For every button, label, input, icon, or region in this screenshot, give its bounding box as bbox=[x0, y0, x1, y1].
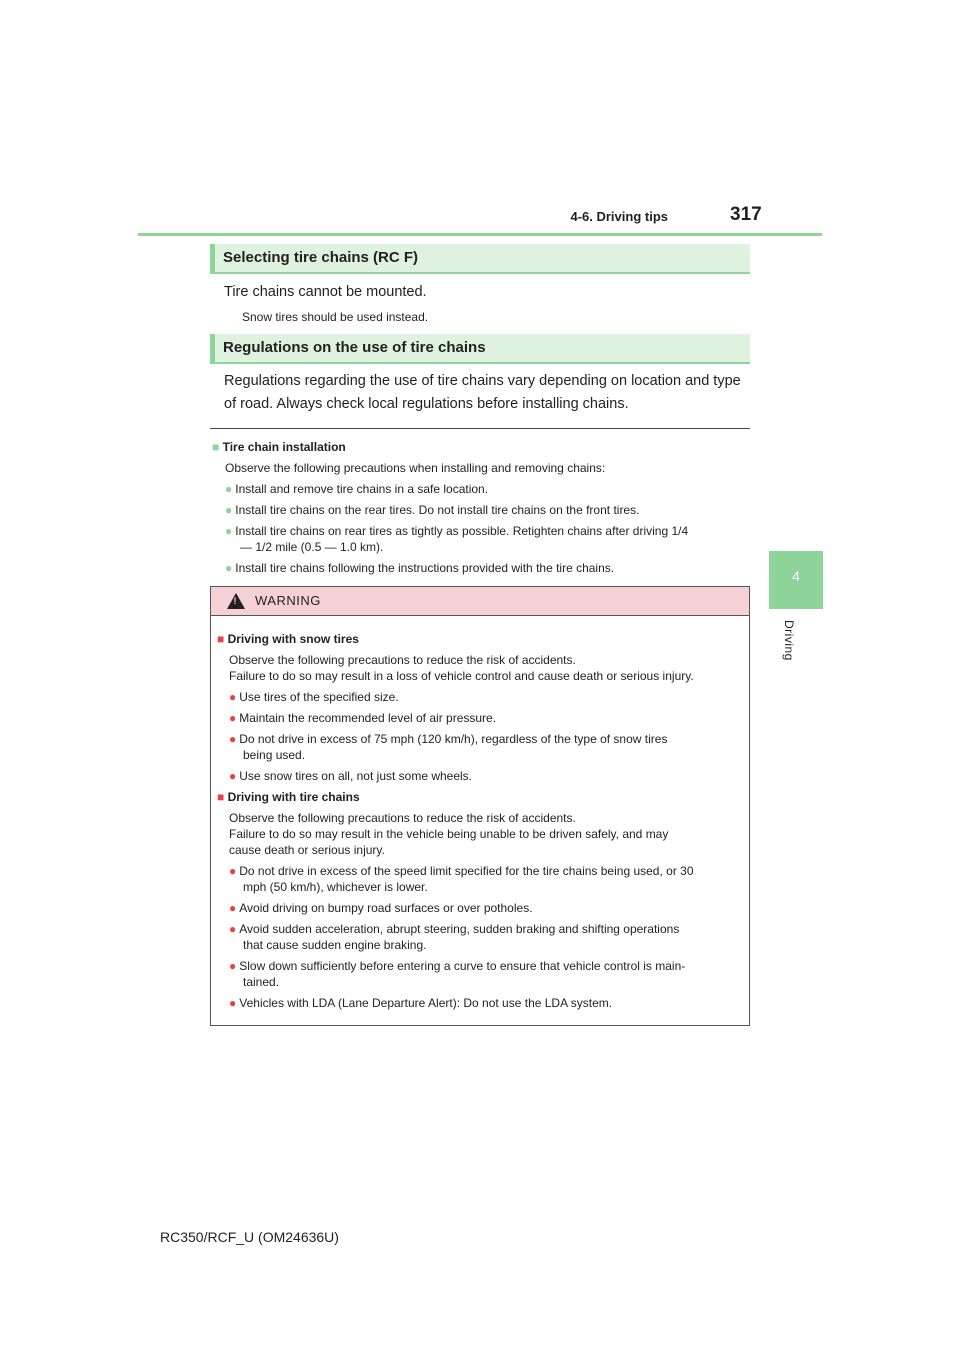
warning-bullet-cont: being used. bbox=[243, 748, 306, 762]
warning-paragraph: Observe the following precautions to red… bbox=[229, 653, 576, 667]
warning-bullet-cont: mph (50 km/h), whichever is lower. bbox=[243, 880, 428, 894]
warning-bullet: ●Do not drive in excess of 75 mph (120 k… bbox=[229, 732, 668, 746]
divider-rule bbox=[210, 428, 750, 429]
warning-bullet: ●Use snow tires on all, not just some wh… bbox=[229, 769, 473, 783]
section-heading-regulations: Regulations on the use of tire chains bbox=[210, 334, 750, 364]
warning-paragraph: Observe the following precautions to red… bbox=[229, 811, 576, 825]
warning-paragraph: cause death or serious injury. bbox=[229, 843, 385, 857]
warning-paragraph: Failure to do so may result in a loss of… bbox=[229, 669, 694, 683]
section-label: 4-6. Driving tips bbox=[570, 209, 668, 224]
warning-box: ! WARNING ■ Driving with snow tires Obse… bbox=[210, 586, 750, 1026]
square-bullet-icon: ■ bbox=[217, 790, 225, 804]
square-bullet-icon: ■ bbox=[212, 440, 220, 454]
round-bullet-icon: ● bbox=[225, 503, 233, 517]
sec2-text-line2: of road. Always check local regulations … bbox=[224, 396, 629, 412]
install-bullet: ●Install tire chains on rear tires as ti… bbox=[225, 524, 689, 538]
round-bullet-icon: ● bbox=[225, 482, 233, 496]
chapter-tab bbox=[769, 551, 823, 609]
warning-subheading: ■ Driving with tire chains bbox=[217, 790, 360, 804]
round-bullet-icon: ● bbox=[225, 524, 233, 538]
sec1-text: Tire chains cannot be mounted. bbox=[224, 284, 427, 300]
header-divider bbox=[138, 233, 822, 236]
warning-bullet: ●Maintain the recommended level of air p… bbox=[229, 711, 497, 725]
warning-bullet: ●Vehicles with LDA (Lane Departure Alert… bbox=[229, 996, 613, 1010]
square-bullet-icon: ■ bbox=[217, 632, 225, 646]
round-bullet-icon: ● bbox=[229, 996, 237, 1010]
footer-model-code: RC350/RCF_U (OM24636U) bbox=[160, 1229, 339, 1245]
install-bullet: ●Install tire chains on the rear tires. … bbox=[225, 503, 640, 517]
warning-paragraph: Failure to do so may result in the vehic… bbox=[229, 827, 669, 841]
install-bullet: ●Install and remove tire chains in a saf… bbox=[225, 482, 489, 496]
warning-bullet: ●Slow down sufficiently before entering … bbox=[229, 959, 686, 973]
round-bullet-icon: ● bbox=[229, 690, 237, 704]
round-bullet-icon: ● bbox=[229, 769, 237, 783]
warning-bullet-cont: tained. bbox=[243, 975, 280, 989]
install-bullet: ●Install tire chains following the instr… bbox=[225, 561, 615, 575]
warning-subheading: ■ Driving with snow tires bbox=[217, 632, 359, 646]
round-bullet-icon: ● bbox=[225, 561, 233, 575]
round-bullet-icon: ● bbox=[229, 922, 237, 936]
install-heading: ■ Tire chain installation bbox=[212, 439, 346, 455]
chapter-tab-number: 4 bbox=[792, 568, 800, 584]
heading-accent-bar bbox=[210, 334, 215, 362]
sec1-note: Snow tires should be used instead. bbox=[242, 310, 429, 324]
page-number: 317 bbox=[730, 204, 762, 225]
round-bullet-icon: ● bbox=[229, 711, 237, 725]
heading-accent-bar bbox=[210, 244, 215, 272]
sec2-text-line1: Regulations regarding the use of tire ch… bbox=[224, 373, 741, 389]
warning-bullet: ●Do not drive in excess of the speed lim… bbox=[229, 864, 694, 878]
install-intro: Observe the following precautions when i… bbox=[225, 461, 606, 475]
warning-bullet-cont: that cause sudden engine braking. bbox=[243, 938, 427, 952]
warning-bullet: ●Use tires of the specified size. bbox=[229, 690, 399, 704]
round-bullet-icon: ● bbox=[229, 732, 237, 746]
warning-bullet: ●Avoid sudden acceleration, abrupt steer… bbox=[229, 922, 680, 936]
round-bullet-icon: ● bbox=[229, 864, 237, 878]
install-heading-text: Tire chain installation bbox=[222, 440, 346, 454]
round-bullet-icon: ● bbox=[229, 959, 237, 973]
section-heading-title: Regulations on the use of tire chains bbox=[223, 339, 486, 356]
install-bullet-cont: — 1/2 mile (0.5 — 1.0 km). bbox=[240, 540, 384, 554]
warning-header: ! WARNING bbox=[211, 587, 749, 616]
warning-triangle-icon bbox=[227, 593, 245, 609]
warning-title: WARNING bbox=[255, 593, 321, 608]
round-bullet-icon: ● bbox=[229, 901, 237, 915]
exclamation-icon: ! bbox=[233, 596, 237, 606]
section-heading-tire-chains-rcf: Selecting tire chains (RC F) bbox=[210, 244, 750, 274]
section-heading-title: Selecting tire chains (RC F) bbox=[223, 249, 419, 266]
warning-bullet: ●Avoid driving on bumpy road surfaces or… bbox=[229, 901, 533, 915]
chapter-tab-label: Driving bbox=[782, 620, 796, 661]
